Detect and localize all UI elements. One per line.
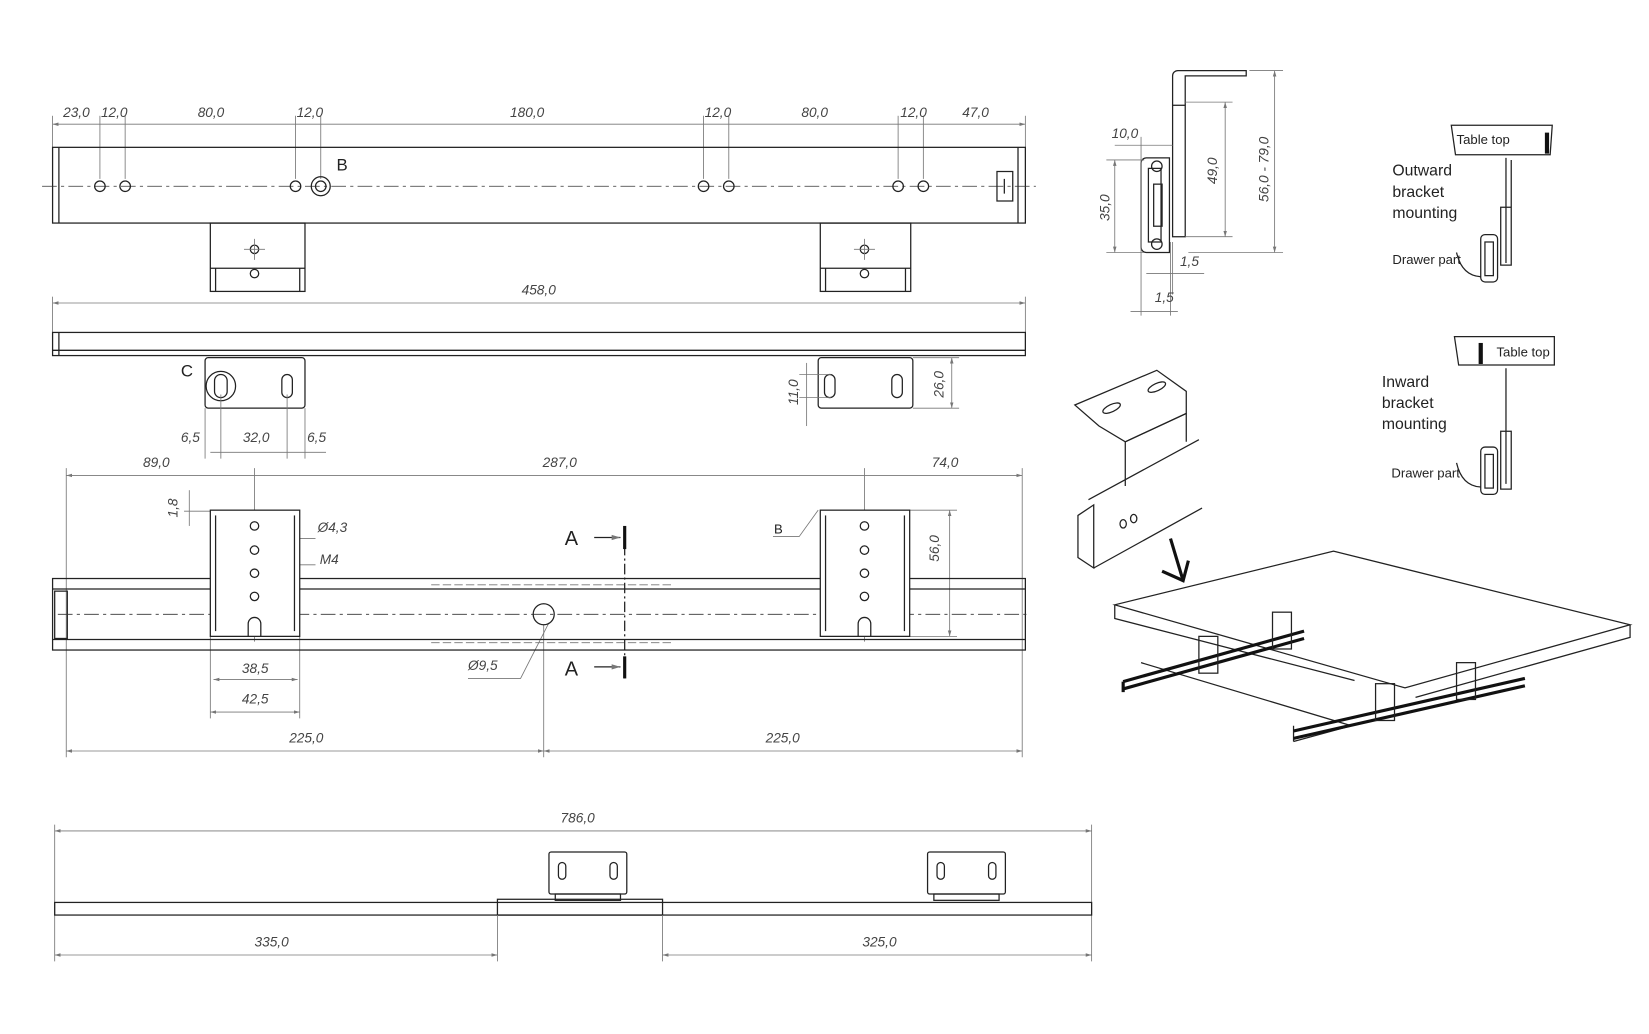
mounting-title: Inward <box>1382 374 1429 391</box>
detail-label-b: B <box>337 155 348 174</box>
outward-mounting-diagram: Table top Outward bracket mounting Drawe… <box>1392 124 1553 283</box>
drawer-part-label: Drawer part <box>1391 466 1460 481</box>
dim-label: 1,8 <box>166 498 181 517</box>
mounting-title: bracket <box>1392 184 1444 201</box>
dim-label: 458,0 <box>522 283 557 298</box>
top-view: 23,0 12,0 80,0 12,0 180,0 12,0 80,0 12,0… <box>42 105 1036 293</box>
dim-label: Ø9,5 <box>467 658 498 673</box>
detail-label-c: C <box>181 362 193 381</box>
dim-label: 180,0 <box>510 105 545 120</box>
dim-label: 12,0 <box>705 105 732 120</box>
dim-label: 49,0 <box>1205 157 1220 184</box>
table-top-label: Table top <box>1457 132 1510 147</box>
dim-label: 74,0 <box>932 455 959 470</box>
inward-mounting-diagram: Table top Inward bracket mounting Drawer… <box>1382 336 1555 496</box>
section-label-a: A <box>565 528 579 550</box>
dim-label: 6,5 <box>181 430 200 445</box>
dim-label: 1,5 <box>1155 290 1174 305</box>
dim-label: 12,0 <box>297 105 324 120</box>
section-view: 10,0 35,0 49,0 56,0 - 79,0 1,5 1,5 <box>1097 69 1284 316</box>
section-label-a: A <box>565 658 579 680</box>
mounting-title: bracket <box>1382 395 1434 412</box>
mounting-title: Outward <box>1392 163 1452 180</box>
mounting-title: mounting <box>1392 205 1457 222</box>
dim-label: 89,0 <box>143 455 170 470</box>
dim-label: 12,0 <box>900 105 927 120</box>
dim-label: 56,0 - 79,0 <box>1256 136 1271 202</box>
bracket <box>209 509 911 637</box>
dim-label: 335,0 <box>255 935 290 950</box>
dim-label: 6,5 <box>307 430 326 445</box>
dim-label: 12,0 <box>101 105 128 120</box>
mounting-holes <box>94 170 1014 202</box>
dim-label: 42,5 <box>242 692 269 707</box>
dim-label: 38,5 <box>242 661 269 676</box>
side-view: 458,0 C 26,0 11,0 6,5 32,0 6,5 <box>51 283 1026 459</box>
dim-label: 47,0 <box>962 105 989 120</box>
extended-view: 786,0 335,0 325,0 <box>54 811 1093 962</box>
rail-outline <box>51 146 1026 224</box>
dim-label: 325,0 <box>862 935 897 950</box>
bracket <box>209 222 912 293</box>
dim-label: M4 <box>320 552 339 567</box>
dim-label: 225,0 <box>288 731 324 746</box>
dim-label: 786,0 <box>561 811 596 826</box>
dim-label: 80,0 <box>198 105 225 120</box>
dim-label: 80,0 <box>801 105 828 120</box>
dim-label: 11,0 <box>786 379 801 405</box>
dim-label: 26,0 <box>931 371 946 399</box>
dim-label: 56,0 <box>927 535 942 562</box>
dim-label: 287,0 <box>542 455 578 470</box>
detail-label-b: B <box>774 521 783 536</box>
isometric-detail <box>1073 369 1203 583</box>
table-top-label: Table top <box>1497 345 1550 360</box>
dim-label: 23,0 <box>62 105 90 120</box>
isometric-assembly <box>1112 550 1633 743</box>
dim-label: 225,0 <box>765 731 801 746</box>
dim-label: 32,0 <box>243 430 270 445</box>
dim-label: 35,0 <box>1097 194 1112 221</box>
mounting-title: mounting <box>1382 416 1447 433</box>
dim-label: 1,5 <box>1180 254 1199 269</box>
bracket-plate <box>548 851 1007 901</box>
dim-label: 10,0 <box>1112 126 1139 141</box>
dim-label: Ø4,3 <box>317 520 348 535</box>
drawer-part-label: Drawer part <box>1392 252 1461 267</box>
front-view: 89,0 287,0 74,0 1,8 Ø4,3 M4 B 56,0 38,5 … <box>51 455 1031 758</box>
